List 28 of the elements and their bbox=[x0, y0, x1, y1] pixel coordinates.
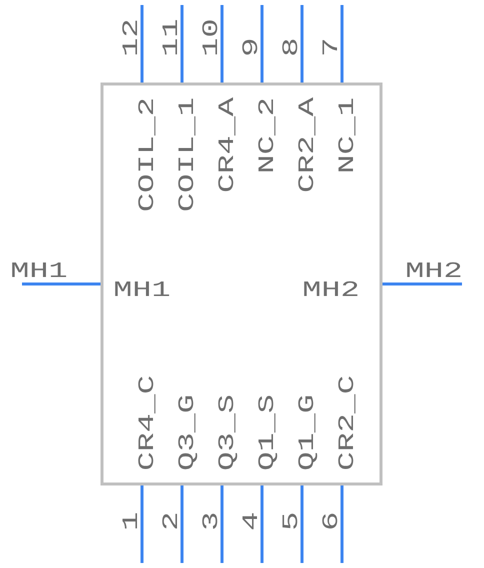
pin-name: Q1_S bbox=[258, 396, 278, 470]
pin-name: Q1_G bbox=[298, 396, 318, 470]
pin-number: 3 bbox=[202, 514, 218, 529]
pin-name: NC_2 bbox=[258, 99, 276, 172]
pin-number: 11 bbox=[162, 20, 177, 54]
pin-name: CR2_C bbox=[338, 376, 356, 470]
pin-name: CR4_A bbox=[218, 97, 236, 192]
pin-number: 5 bbox=[282, 514, 298, 529]
pin-number: 1 bbox=[122, 513, 137, 528]
pin-name: COIL_2 bbox=[138, 99, 156, 210]
pin-name: CR2_A bbox=[298, 97, 316, 192]
pin-number: 10 bbox=[202, 20, 218, 54]
pin-name: Q3_S bbox=[218, 396, 238, 470]
pin-name: MH2 bbox=[407, 262, 460, 277]
pin-number: 12 bbox=[122, 20, 137, 54]
pin-number: 6 bbox=[322, 514, 338, 528]
pin-number: 2 bbox=[162, 514, 177, 529]
pin-number: 4 bbox=[242, 513, 257, 530]
pin-name: MH1 bbox=[115, 282, 170, 296]
pin-name: Q3_G bbox=[178, 396, 198, 470]
pin-name: MH2 bbox=[304, 281, 358, 296]
pin-name: CR4_C bbox=[138, 376, 156, 470]
pin-number: 8 bbox=[282, 40, 298, 55]
pin-number: 9 bbox=[242, 40, 258, 55]
pin-name: NC_1 bbox=[338, 98, 356, 172]
pin-name: COIL_1 bbox=[178, 98, 196, 210]
pin-number: 7 bbox=[322, 40, 337, 54]
pin-name: MH1 bbox=[12, 262, 66, 277]
